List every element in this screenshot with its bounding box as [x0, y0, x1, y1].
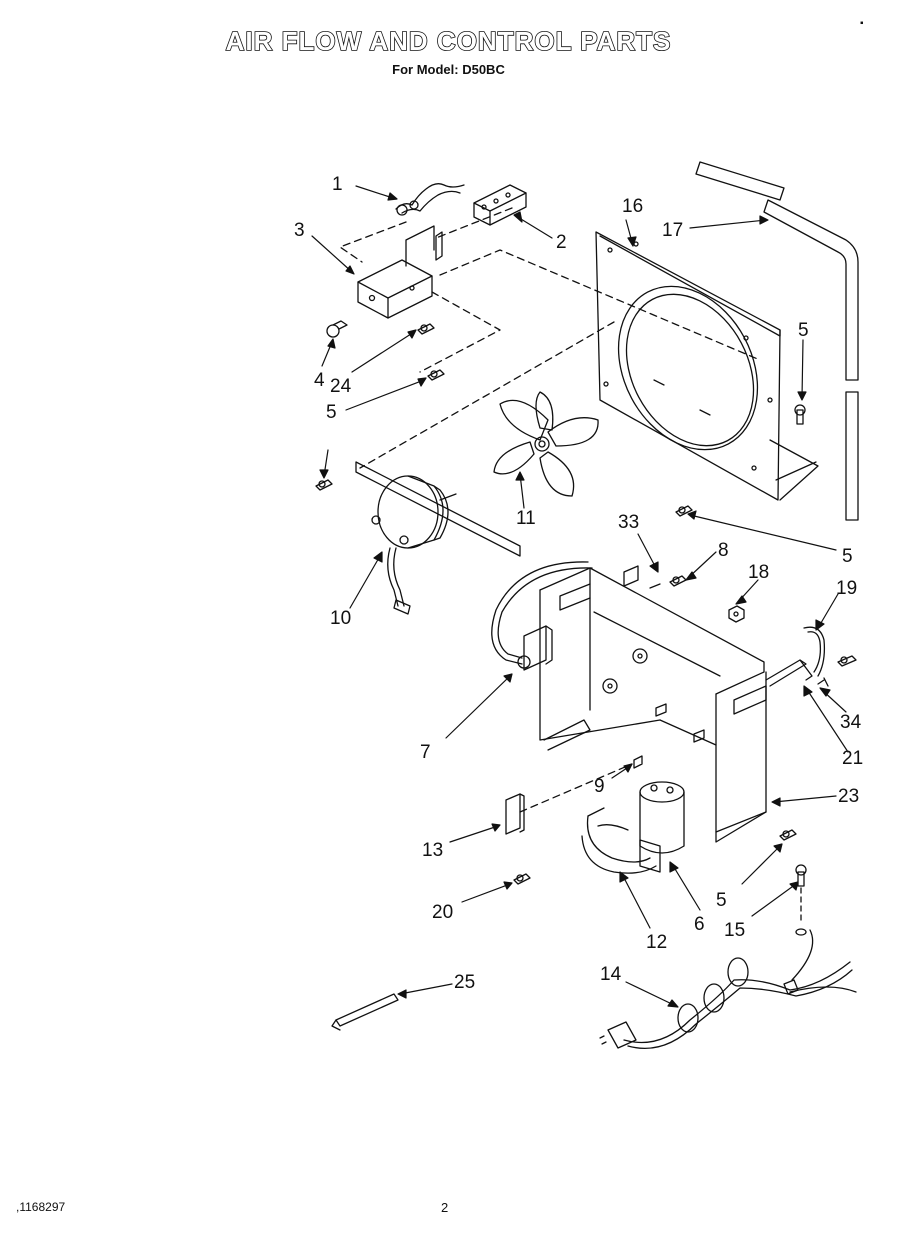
- leader-lines: [311, 185, 849, 1008]
- part-7-control-tube: [491, 561, 593, 671]
- part-4-knob: [326, 320, 348, 338]
- callout-9: 9: [594, 776, 605, 797]
- callout-10: 10: [330, 608, 351, 629]
- callout-17: 17: [662, 220, 683, 241]
- part-23-base-pan: [539, 567, 767, 843]
- part-24-screw: [417, 323, 435, 335]
- callout-33: 33: [618, 512, 639, 533]
- callout-11: 11: [516, 508, 536, 529]
- callout-24: 24: [330, 376, 352, 397]
- callout-12: 12: [646, 932, 667, 953]
- part-17-gaskets: [695, 161, 859, 521]
- part-1-sensor: [395, 183, 465, 216]
- part-20-screw: [513, 873, 531, 885]
- callout-13: 13: [422, 840, 443, 861]
- callout-5-a: 5: [326, 402, 337, 423]
- callout-16: 16: [622, 196, 643, 217]
- part-19-grommet: [803, 626, 826, 677]
- part-8-screw: [669, 575, 687, 587]
- part-16-shroud: [595, 231, 819, 501]
- callout-34: 34: [840, 712, 862, 733]
- model-subtitle: For Model: D50BC: [392, 62, 505, 77]
- callout-5-d: 5: [842, 546, 853, 567]
- callout-labels: 1 2 3 4 24 5 5 16 17 5 5 11 10 33 8 18 1…: [294, 174, 863, 993]
- part-18-nut: [728, 605, 745, 623]
- callout-20: 20: [432, 902, 453, 923]
- part-15-screw: [795, 864, 807, 936]
- callout-21: 21: [842, 748, 863, 769]
- callout-2: 2: [556, 232, 567, 253]
- callout-5-e: 5: [716, 890, 727, 911]
- part-9-nut: [633, 755, 643, 769]
- page-number: 2: [441, 1200, 449, 1215]
- part-3-control-bracket: [357, 225, 443, 319]
- part-2-terminal-block: [473, 184, 527, 226]
- callout-6: 6: [694, 914, 705, 935]
- part-25-strip: [331, 993, 399, 1031]
- part-6-capacitor: [639, 781, 685, 873]
- callout-15: 15: [724, 920, 745, 941]
- callout-8: 8: [718, 540, 729, 561]
- callout-1: 1: [332, 174, 343, 195]
- part-10-fan-motor: [355, 461, 521, 615]
- part-33-clip: [623, 565, 661, 589]
- callout-18: 18: [748, 562, 769, 583]
- callout-4: 4: [314, 370, 325, 391]
- page-title: AIR FLOW AND CONTROL PARTS: [225, 25, 672, 57]
- callout-3: 3: [294, 220, 305, 241]
- callout-5-c: 5: [798, 320, 809, 341]
- part-14-power-cord: [599, 929, 857, 1050]
- part-21-clip: [765, 659, 813, 687]
- callout-7: 7: [420, 742, 431, 763]
- part-13-relay: [505, 763, 633, 835]
- callout-14: 14: [600, 964, 622, 985]
- corner-mark: ▪: [860, 18, 864, 29]
- document-code: ,1168297: [16, 1200, 66, 1214]
- callout-25: 25: [454, 972, 475, 993]
- part-34-screw: [817, 655, 857, 687]
- callout-23: 23: [838, 786, 859, 807]
- part-5-screws: [315, 369, 806, 841]
- part-11-fan-blade: [493, 391, 599, 497]
- callout-19: 19: [836, 578, 857, 599]
- part-12-strap: [581, 807, 657, 874]
- guide-lines-upper: [339, 207, 761, 469]
